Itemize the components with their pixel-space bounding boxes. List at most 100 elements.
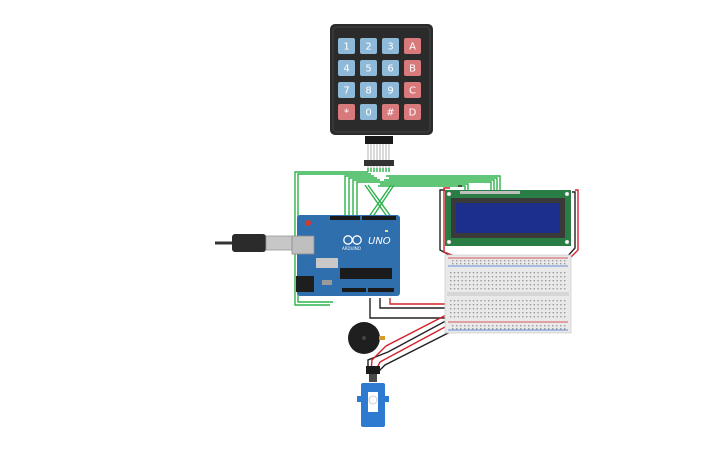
green-wire-bundle — [294, 168, 501, 306]
buzzer-hole — [362, 336, 366, 340]
breadboard-hole — [495, 304, 497, 306]
breadboard-hole — [526, 300, 528, 302]
breadboard-hole — [533, 304, 535, 306]
breadboard-hole — [510, 272, 513, 274]
breadboard-hole — [504, 260, 506, 262]
breadboard-hole — [465, 280, 467, 282]
keypad-key-5[interactable]: 5 — [360, 60, 377, 76]
breadboard-hole — [480, 280, 482, 282]
breadboard-hole — [541, 284, 543, 286]
arduino-uno-board[interactable]: ARDUINO UNO — [291, 215, 400, 296]
breadboard-hole — [560, 312, 562, 314]
breadboard-hole — [536, 328, 538, 330]
breadboard-hole — [452, 328, 454, 330]
breadboard-hole — [480, 308, 482, 310]
lcd-16x2-display[interactable] — [445, 190, 571, 246]
breadboard-hole — [522, 288, 524, 290]
breadboard-hole — [556, 304, 558, 306]
breadboard-hole — [520, 263, 522, 265]
keypad-key-star[interactable]: * — [338, 104, 355, 120]
breadboard-hole — [510, 304, 513, 306]
breadboard-hole — [456, 328, 458, 330]
keypad-key-9[interactable]: 9 — [382, 82, 399, 98]
breadboard-hole — [461, 272, 463, 274]
key-label: 2 — [365, 42, 371, 53]
breadboard-hole — [453, 300, 456, 302]
keypad-key-b[interactable]: B — [404, 60, 421, 76]
breadboard-hole — [564, 325, 566, 327]
usb-cable[interactable] — [215, 234, 293, 252]
breadboard-hole — [499, 276, 501, 278]
breadboard-hole — [520, 260, 522, 262]
keypad-key-3[interactable]: 3 — [382, 38, 399, 54]
keypad-key-d[interactable]: D — [404, 104, 421, 120]
keypad-key-1[interactable]: 1 — [338, 38, 355, 54]
breadboard-hole — [492, 328, 494, 330]
breadboard-hole — [548, 300, 551, 302]
breadboard-center-channel — [447, 292, 569, 296]
micro-servo[interactable] — [357, 366, 389, 427]
breadboard-hole — [507, 316, 509, 318]
breadboard-hole — [460, 325, 462, 327]
breadboard-hole — [476, 288, 478, 290]
breadboard-hole — [552, 312, 554, 314]
breadboard-hole — [469, 272, 471, 274]
breadboard-hole — [499, 272, 501, 274]
breadboard-hole — [491, 284, 494, 286]
breadboard-hole — [476, 284, 478, 286]
key-label: 0 — [365, 108, 371, 119]
breadboard-hole — [456, 325, 458, 327]
breadboard-hole — [491, 316, 494, 318]
breadboard-hole — [484, 316, 486, 318]
breadboard-hole — [529, 312, 532, 314]
breadboard-hole — [514, 312, 516, 314]
breadboard-hole — [552, 308, 554, 310]
piezo-buzzer[interactable] — [348, 322, 385, 354]
breadboard-hole — [503, 272, 505, 274]
keypad-key-8[interactable]: 8 — [360, 82, 377, 98]
breadboard-hole — [537, 308, 539, 310]
breadboard-hole — [526, 312, 528, 314]
keypad-key-c[interactable]: C — [404, 82, 421, 98]
key-face — [404, 104, 421, 120]
key-label: 3 — [387, 42, 393, 53]
breadboard-hole — [556, 276, 558, 278]
breadboard-hole — [507, 272, 509, 274]
breadboard-hole — [537, 276, 539, 278]
breadboard-hole — [464, 328, 466, 330]
lcd-screen — [456, 203, 560, 233]
breadboard-hole — [537, 312, 539, 314]
key-label: 5 — [365, 64, 371, 75]
breadboard-hole — [495, 312, 497, 314]
breadboard-hole — [541, 272, 543, 274]
breadboard-hole — [529, 308, 532, 310]
breadboard-hole — [460, 260, 462, 262]
keypad-key-a[interactable]: A — [404, 38, 421, 54]
breadboard-hole — [526, 284, 528, 286]
breadboard-hole — [496, 260, 498, 262]
breadboard-hole — [480, 312, 482, 314]
keypad-key-6[interactable]: 6 — [382, 60, 399, 76]
breadboard-hole — [507, 312, 509, 314]
breadboard-hole — [564, 284, 566, 286]
breadboard-hole — [491, 312, 494, 314]
breadboard-hole — [456, 263, 458, 265]
breadboard-hole — [468, 325, 470, 327]
keypad-key-hash[interactable]: # — [382, 104, 399, 120]
breadboard-hole — [556, 280, 558, 282]
breadboard-hole — [548, 304, 551, 306]
breadboard-hole — [545, 288, 547, 290]
reset-button[interactable] — [305, 220, 311, 226]
breadboard-hole — [453, 312, 456, 314]
breadboard-hole — [526, 316, 528, 318]
breadboard[interactable] — [444, 254, 572, 334]
keypad-key-7[interactable]: 7 — [338, 82, 355, 98]
breadboard-hole — [564, 304, 566, 306]
breadboard-hole — [469, 304, 471, 306]
breadboard-hole — [457, 308, 459, 310]
keypad-key-2[interactable]: 2 — [360, 38, 377, 54]
keypad-key-0[interactable]: 0 — [360, 104, 377, 120]
keypad-key-4[interactable]: 4 — [338, 60, 355, 76]
breadboard-hole — [512, 263, 514, 265]
